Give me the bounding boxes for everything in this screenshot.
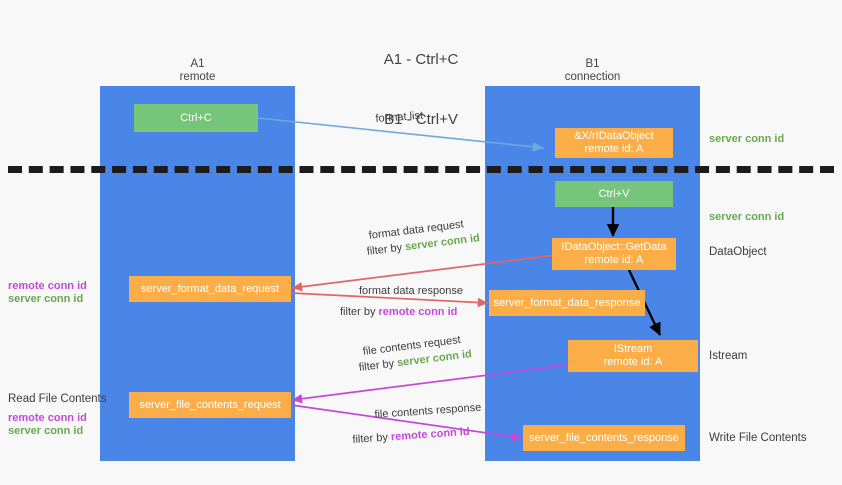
box-ctrl-c-label: Ctrl+C <box>180 111 212 124</box>
box-server-file-contents-response[interactable]: server_file_contents_response <box>523 425 685 451</box>
side-label-server-conn-id-mid: server conn id <box>709 211 785 223</box>
filter-value-remote-conn-id-1: remote conn id <box>378 306 458 318</box>
box-idataobject-getdata[interactable]: IDataObject::GetData remote id: A <box>552 238 676 270</box>
box-server-format-data-request-label: server_format_data_request <box>140 282 280 295</box>
side-label-read-file-contents: Read File Contents <box>8 393 107 405</box>
box-idataobject[interactable]: &X/rIDataObject remote id: A <box>555 128 673 158</box>
lane-a1-name: A1 <box>190 58 205 70</box>
box-idataobject-line2: remote id: A <box>584 143 644 155</box>
box-getdata-line2: remote id: A <box>584 254 644 266</box>
lane-b1-role: connection <box>564 71 621 83</box>
filter-prefix-4: filter by <box>352 431 392 446</box>
section-divider <box>8 166 834 173</box>
box-server-file-contents-request-label: server_file_contents_request <box>139 398 281 411</box>
box-ctrl-v-label: Ctrl+V <box>598 187 630 200</box>
box-server-file-contents-response-label: server_file_contents_response <box>529 431 679 444</box>
filter-prefix-1: filter by <box>366 241 406 258</box>
side-label-istream: Istream <box>709 350 748 362</box>
lane-a1-role: remote <box>179 71 216 83</box>
box-ctrl-v[interactable]: Ctrl+V <box>555 181 673 207</box>
filter-prefix-2: filter by <box>340 306 379 318</box>
side-label-remote-conn-id-1: remote conn id <box>8 280 87 292</box>
box-istream-line2: remote id: A <box>603 356 663 368</box>
lane-b1-name: B1 <box>585 58 600 70</box>
label-file-contents-response-filter: filter by remote conn id <box>352 425 470 447</box>
box-getdata-line1: IDataObject::GetData <box>561 241 667 253</box>
label-format-data-response-filter: filter by remote conn id <box>340 305 457 319</box>
box-server-file-contents-request[interactable]: server_file_contents_request <box>129 392 291 418</box>
box-idataobject-line1: &X/rIDataObject <box>574 130 654 142</box>
title-line-1: A1 - Ctrl+C <box>383 51 459 68</box>
side-label-write-file-contents: Write File Contents <box>709 432 807 444</box>
box-server-format-data-request[interactable]: server_format_data_request <box>129 276 291 302</box>
box-istream-line1: IStream <box>613 343 653 355</box>
filter-value-remote-conn-id-2: remote conn id <box>390 425 470 444</box>
filter-prefix-3: filter by <box>358 357 398 374</box>
side-label-dataobject: DataObject <box>709 246 767 258</box>
side-label-server-conn-id-1: server conn id <box>8 293 84 305</box>
box-istream[interactable]: IStream remote id: A <box>568 340 698 372</box>
box-ctrl-c[interactable]: Ctrl+C <box>134 104 258 132</box>
box-server-format-data-response[interactable]: server_format_data_response <box>489 290 645 316</box>
lane-header-b1: B1 connection <box>485 58 700 84</box>
box-server-format-data-response-label: server_format_data_response <box>493 296 641 309</box>
side-label-remote-conn-id-2: remote conn id <box>8 412 87 424</box>
label-file-contents-response: file contents response <box>374 401 482 421</box>
label-format-data-response: format data response <box>359 285 463 297</box>
side-label-server-conn-id-2: server conn id <box>8 425 84 437</box>
side-label-server-conn-id-top: server conn id <box>709 133 785 145</box>
lane-header-a1: A1 remote <box>100 58 295 84</box>
